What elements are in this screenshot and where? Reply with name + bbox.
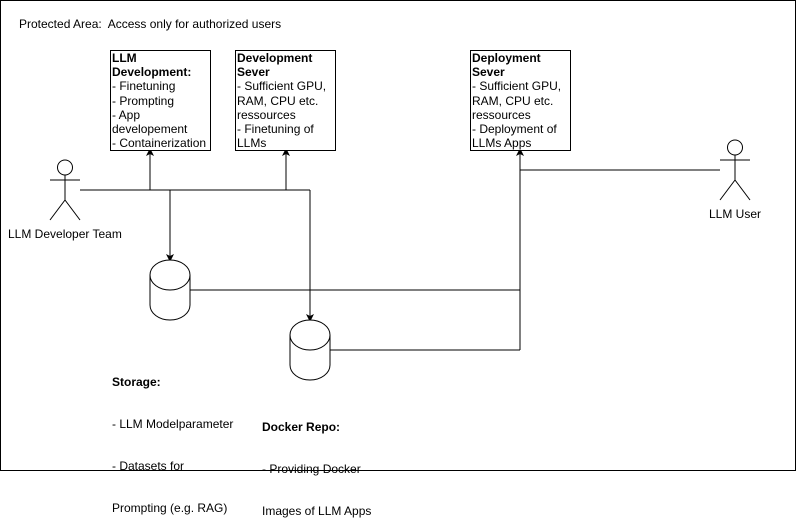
llm-development-line: - Containerization (112, 136, 207, 151)
docker-repo-description: Docker Repo: - Providing Docker Images o… (262, 392, 371, 532)
development-server-title-1: Development (237, 51, 313, 65)
llm-development-title-1: LLM (112, 51, 137, 65)
development-server-line: LLMs (237, 136, 267, 151)
storage-cylinder-icon (149, 259, 191, 321)
deployment-server-line: ressources (472, 107, 531, 122)
storage-line: Prompting (e.g. RAG) (112, 501, 228, 515)
llm-development-line: - Finetuning (112, 79, 176, 94)
deployment-server-box: Deployment Sever - Sufficient GPU, RAM, … (470, 50, 571, 151)
development-server-line: RAM, CPU etc. (237, 93, 319, 108)
llm-user-label: LLM User (709, 207, 762, 221)
deployment-server-line: LLMs Apps (472, 136, 532, 151)
storage-line: - Datasets for (112, 459, 185, 473)
development-server-line: - Finetuning of (237, 122, 314, 137)
storage-line: - LLM Modelparameter (112, 417, 234, 431)
docker-repo-line: - Providing Docker (262, 462, 361, 476)
llm-development-line: - Prompting (112, 93, 175, 108)
deployment-server-line: - Sufficient GPU, (472, 79, 562, 94)
diagram-canvas (0, 0, 796, 471)
llm-development-box: LLM Development: - Finetuning - Promptin… (110, 50, 211, 151)
developer-team-label: LLM Developer Team (8, 227, 122, 241)
development-server-title-2: Sever (237, 65, 270, 80)
development-server-line: - Sufficient GPU, (237, 79, 327, 94)
storage-description: Storage: - LLM Modelparameter - Datasets… (112, 347, 233, 529)
storage-title: Storage: (112, 375, 161, 389)
developer-team-actor-icon (49, 159, 81, 221)
llm-development-line: - App (112, 107, 141, 122)
connection-lines (80, 148, 720, 351)
deployment-server-line: RAM, CPU etc. (472, 93, 554, 108)
deployment-server-line: - Deployment of (472, 122, 557, 137)
docker-repo-cylinder-icon (289, 319, 331, 381)
development-server-box: Development Sever - Sufficient GPU, RAM,… (235, 50, 336, 151)
llm-development-line: developement (112, 122, 188, 137)
llm-development-title-2: Development: (112, 65, 192, 80)
protected-area-label: Protected Area: Access only for authoriz… (19, 17, 282, 31)
llm-user-actor-icon (719, 139, 751, 201)
deployment-server-title-2: Sever (472, 65, 505, 80)
docker-repo-line: Images of LLM Apps (262, 504, 372, 518)
docker-repo-title: Docker Repo: (262, 420, 341, 434)
development-server-line: ressources (237, 107, 296, 122)
deployment-server-title-1: Deployment (472, 51, 541, 65)
